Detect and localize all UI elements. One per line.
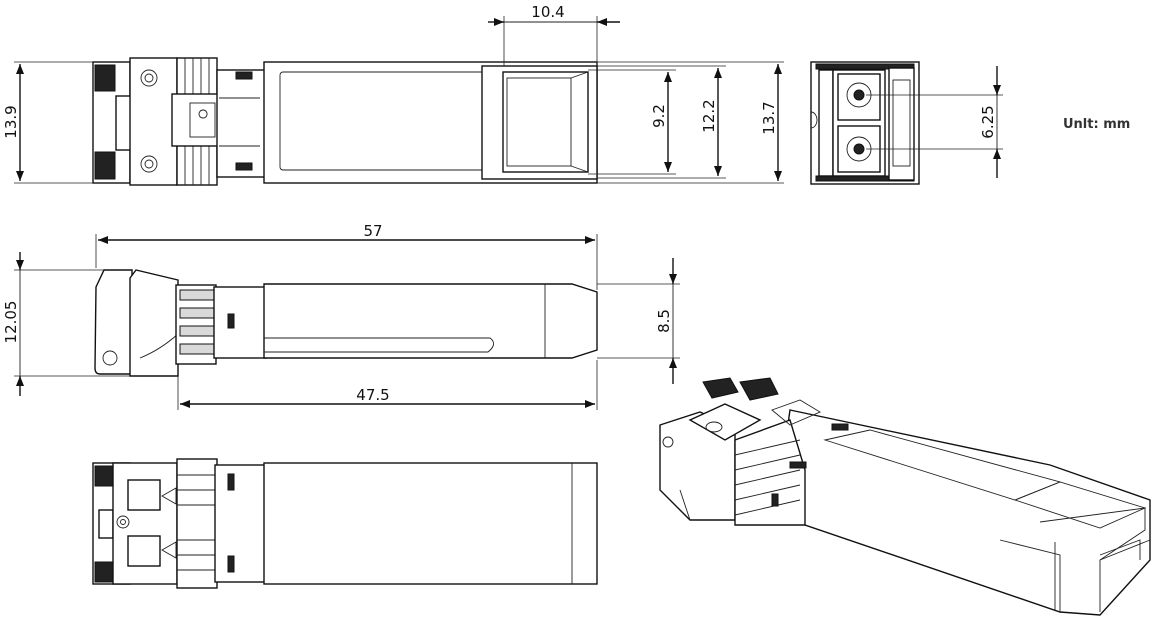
dim-front-height-c: 13.7: [760, 101, 778, 134]
isometric-view: [659, 377, 1151, 616]
unit-label: Unlt: mm: [1063, 117, 1130, 132]
dim-front-height-b: 12.2: [700, 99, 718, 132]
dim-top-width: 10.4: [531, 3, 564, 21]
dim-front-height-a: 9.2: [650, 104, 668, 128]
dim-overall-length: 57: [363, 222, 382, 240]
top-view: [92, 57, 598, 186]
dim-port-pitch: 6.25: [979, 105, 997, 138]
dim-side-height: 12.05: [2, 301, 20, 344]
front-view: 6.25: [810, 61, 1003, 185]
dim-side-body-height: 8.5: [655, 309, 673, 333]
side-view-dimensions: 57 12.05 8.5 47.5: [2, 222, 680, 410]
dim-body-length: 47.5: [356, 386, 389, 404]
dim-left-height: 13.9: [2, 105, 20, 138]
side-view: [94, 269, 598, 377]
bottom-view: [92, 458, 598, 589]
top-view-dimensions: 10.4 13.9 9.2 12.2 13.7: [2, 3, 784, 184]
